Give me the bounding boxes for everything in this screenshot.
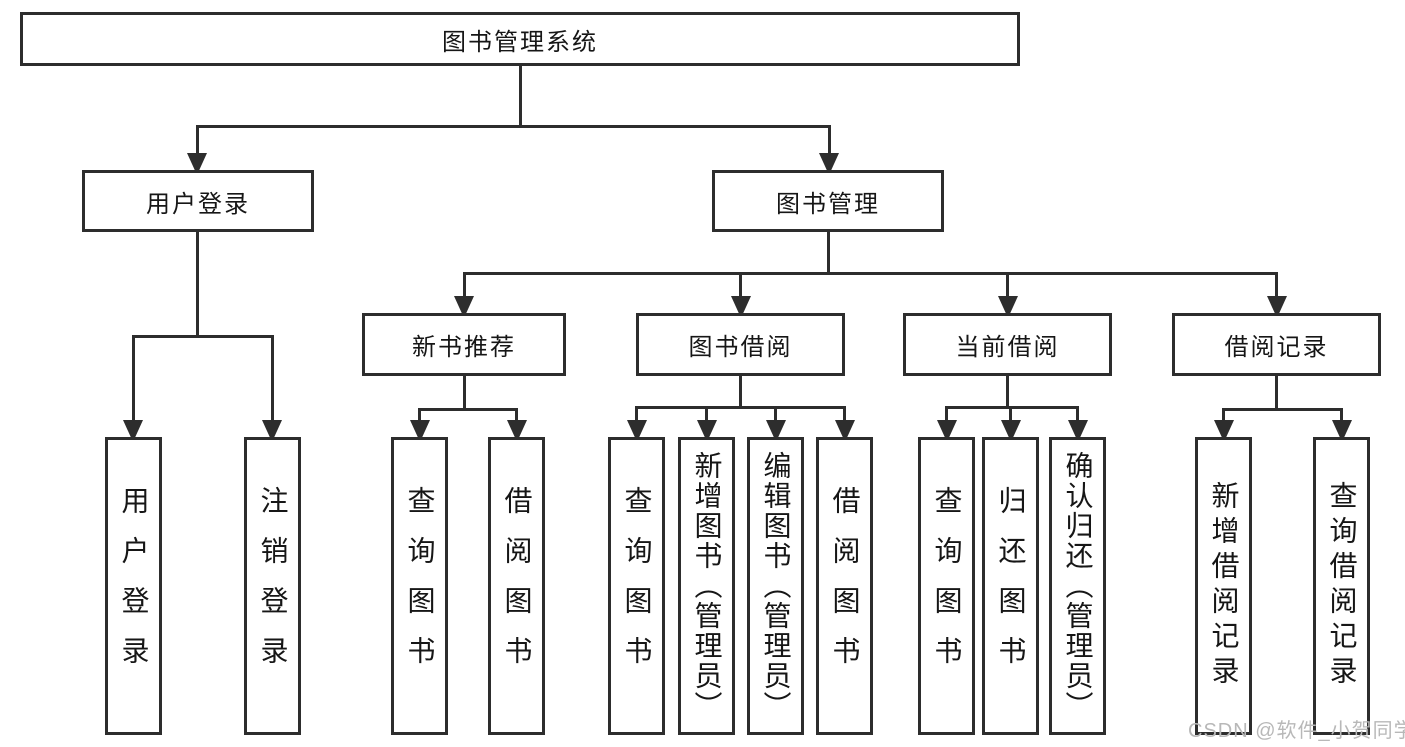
node-borrowing-records: 借阅记录 <box>1172 313 1381 376</box>
connector-line <box>195 232 199 335</box>
arrow-down-connector <box>635 406 638 437</box>
node-book-borrowing: 图书借阅 <box>636 313 845 376</box>
arrow-down-connector <box>827 125 831 170</box>
arrow-down-connector <box>270 335 274 437</box>
connector-line <box>635 406 846 409</box>
leaf-add-borrow-record: 新增借阅记录 <box>1195 437 1252 735</box>
arrow-down-connector <box>418 408 421 437</box>
connector-line <box>945 406 1079 409</box>
arrow-down-connector <box>1222 408 1225 437</box>
connector-line <box>826 232 830 272</box>
connector-line <box>462 376 466 408</box>
arrow-down-connector <box>739 272 742 313</box>
arrow-down-connector <box>195 125 199 170</box>
leaf-query-books-recommend: 查询图书 <box>391 437 448 735</box>
leaf-query-books-current: 查询图书 <box>918 437 975 735</box>
connector-line <box>1275 376 1278 408</box>
arrow-down-connector <box>1275 272 1278 313</box>
connector-line <box>518 66 522 125</box>
connector-line <box>418 408 518 411</box>
node-book-management: 图书管理 <box>712 170 944 232</box>
leaf-return-book: 归还图书 <box>982 437 1039 735</box>
leaf-query-books-borrowing: 查询图书 <box>608 437 665 735</box>
arrow-down-connector <box>1340 408 1343 437</box>
arrow-down-connector <box>843 406 846 437</box>
connector-line <box>462 272 1278 275</box>
arrow-down-connector <box>945 406 948 437</box>
connector-line <box>739 376 742 406</box>
node-user-login: 用户登录 <box>82 170 314 232</box>
arrow-down-connector <box>1009 406 1012 437</box>
connector-line <box>131 335 274 338</box>
leaf-borrow-books-recommend: 借阅图书 <box>488 437 545 735</box>
arrow-down-connector <box>462 272 466 313</box>
leaf-user-login: 用户登录 <box>105 437 162 735</box>
connector-line <box>1222 408 1343 411</box>
leaf-logout: 注销登录 <box>244 437 301 735</box>
leaf-borrow-books-borrowing: 借阅图书 <box>816 437 873 735</box>
connector-line <box>195 125 831 128</box>
arrow-down-connector <box>774 406 777 437</box>
arrow-down-connector <box>705 406 708 437</box>
node-new-book-recommendation: 新书推荐 <box>362 313 566 376</box>
arrow-down-connector <box>1076 406 1079 437</box>
arrow-down-connector <box>1006 272 1009 313</box>
leaf-query-borrow-record: 查询借阅记录 <box>1313 437 1370 735</box>
node-library-management-system: 图书管理系统 <box>20 12 1020 66</box>
arrow-down-connector <box>131 335 135 437</box>
csdn-watermark: CSDN @软件_小贺同学 <box>1188 720 1405 742</box>
leaf-edit-book-admin: 编辑图书（管理员） <box>747 437 804 735</box>
connector-line <box>1006 376 1009 406</box>
arrow-down-connector <box>515 408 518 437</box>
node-current-borrowing: 当前借阅 <box>903 313 1112 376</box>
leaf-confirm-return-admin: 确认归还（管理员） <box>1049 437 1106 735</box>
leaf-add-book-admin: 新增图书（管理员） <box>678 437 735 735</box>
